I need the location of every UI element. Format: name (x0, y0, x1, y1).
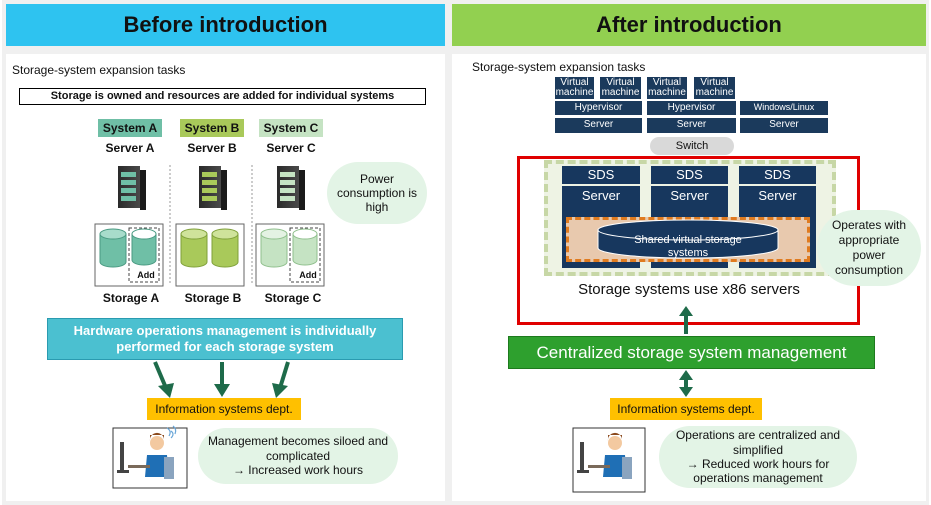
centralized-management-box: Centralized storage system management (508, 336, 875, 369)
server-a-label: Server A (105, 141, 155, 155)
after-dept-label: Information systems dept. (610, 398, 762, 420)
vm-box-3: Virtual machine (647, 76, 687, 99)
server-box-1: Server (555, 118, 642, 133)
before-result-cloud: Management becomes siloed and complicate… (198, 428, 398, 484)
system-a-label: System A (98, 119, 162, 137)
storage-c-label: Storage C (264, 291, 322, 305)
before-dept-label: Information systems dept. (147, 398, 301, 420)
add-label-a: Add (137, 270, 155, 280)
x86-caption: Storage systems use x86 servers (578, 281, 800, 298)
sds-server-label-2: Server (670, 188, 709, 203)
before-header: Before introduction (6, 4, 445, 46)
sds-label-2: SDS (676, 167, 703, 182)
sds-server-label-1: Server (581, 188, 621, 203)
sds-server-label-3: Server (758, 188, 797, 203)
after-header: After introduction (452, 4, 926, 46)
server-box-2: Server (647, 118, 736, 133)
server-c-label: Server C (266, 141, 316, 155)
add-label-c: Add (299, 270, 317, 280)
after-result-line1: Operations are centralized and simplifie… (675, 428, 841, 457)
after-result-cloud: Operations are centralized and simplifie… (659, 426, 857, 488)
windows-linux-box: Windows/Linux (740, 101, 828, 115)
vm-box-4: Virtual machine (694, 76, 735, 99)
sds-label-3: SDS (764, 167, 791, 182)
after-task-title: Storage-system expansion tasks (472, 60, 646, 74)
before-banner: Storage is owned and resources are added… (19, 88, 426, 105)
before-result-line1: Management becomes siloed and complicate… (207, 434, 389, 463)
sds-divider-1 (562, 184, 640, 186)
sds-label-1: SDS (587, 167, 615, 182)
hypervisor-box-2: Hypervisor (647, 101, 736, 115)
hypervisor-box-1: Hypervisor (555, 101, 642, 115)
power-high-cloud: Power consumption is high (327, 162, 427, 224)
sds-divider-2 (651, 184, 728, 186)
after-result-line2: → Reduced work hours for operations mana… (686, 457, 830, 486)
storage-b-label: Storage B (184, 291, 242, 305)
system-c-label: System C (259, 119, 323, 137)
server-b-label: Server B (187, 141, 237, 155)
storage-a-label: Storage A (102, 291, 160, 305)
server-box-3: Server (740, 118, 828, 133)
vm-box-2: Virtual machine (600, 76, 641, 99)
before-result-line2: → Increased work hours (232, 463, 364, 478)
power-appropriate-cloud: Operates with appropriate power consumpt… (817, 210, 921, 286)
hw-management-box: Hardware operations management is indivi… (47, 318, 403, 360)
shared-storage-label: Shared virtual storage systems (634, 234, 742, 259)
vm-box-1: Virtual machine (555, 76, 594, 99)
system-b-label: System B (180, 119, 244, 137)
sds-divider-3 (739, 184, 816, 186)
before-task-title: Storage-system expansion tasks (12, 63, 186, 77)
switch-box: Switch (650, 137, 734, 155)
